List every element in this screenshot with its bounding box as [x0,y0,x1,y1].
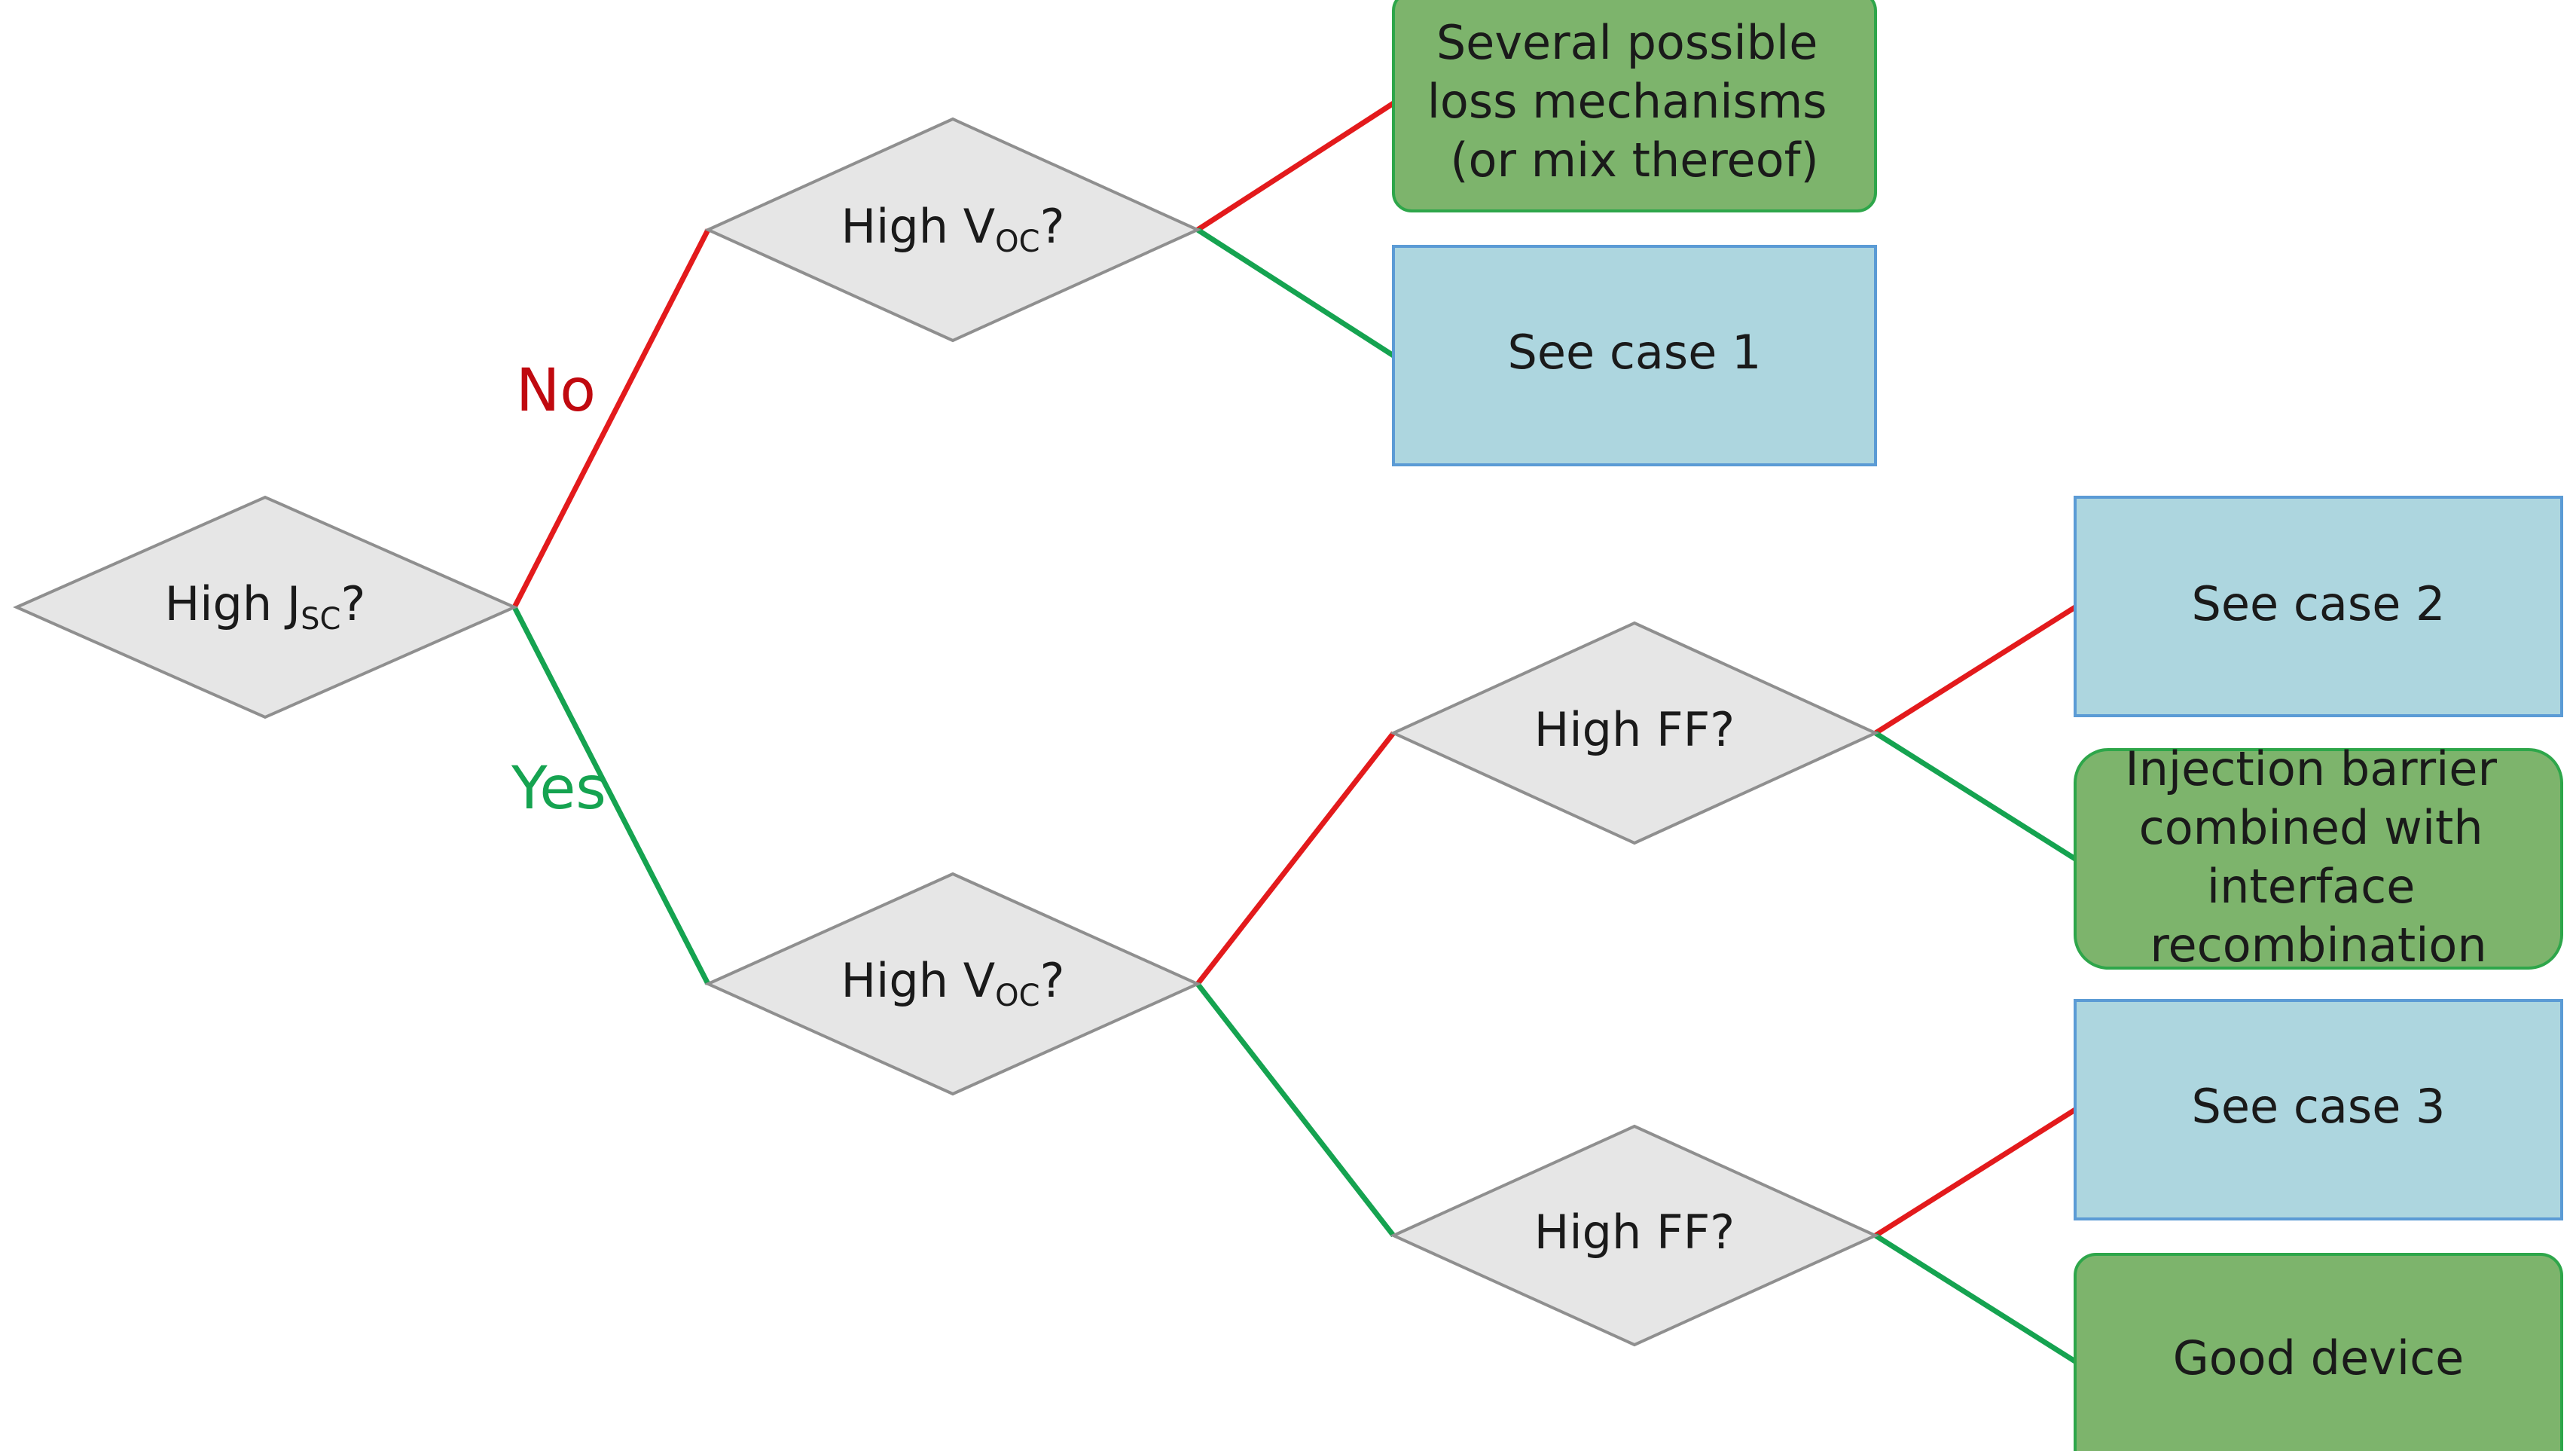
outcome-good-device: Good device [2074,1253,2563,1451]
decision-high-jsc: High JSC? [13,495,518,719]
decision-diamond [704,872,1201,1096]
outcome-see-case-1: See case 1 [1392,245,1877,466]
outcome-label: See case 1 [1507,325,1761,380]
decision-label: High VOC? [841,953,1065,1013]
edge-ff-bottom-no [1874,1107,2077,1238]
decision-high-ff-mid: High FF? [1390,621,1879,845]
decision-high-voc-bottom: High VOC? [704,872,1201,1096]
outcome-label: See case 3 [2191,1079,2445,1134]
outcome-label: Good device [2173,1330,2465,1385]
outcome-box [2074,999,2563,1220]
outcome-label: Several possible loss mechanisms (or mix… [1427,15,1842,188]
outcome-box [2074,496,2563,717]
outcome-box [2074,1253,2563,1451]
decision-label: High FF? [1534,1205,1735,1260]
edge-voc-top-yes [1196,228,1395,358]
outcome-box [1392,0,1877,212]
yes-branch-label: Yes [511,755,606,823]
edge-ff-bottom-yes [1874,1233,2077,1364]
edge-voc-bottom-yes [1195,982,1396,1238]
outcome-injection-barrier: Injection barrier combined with interfac… [2074,741,2563,973]
decision-diamond [704,117,1201,343]
edge-jsc-no [511,228,711,609]
edge-voc-top-no [1196,101,1395,232]
decision-diamond [1390,621,1879,845]
outcome-box [2074,748,2563,970]
outcome-box [1392,245,1877,466]
edge-ff-mid-no [1874,605,2077,735]
decision-label: High JSC? [165,576,366,637]
outcome-several-loss-mechanisms: Several possible loss mechanisms (or mix… [1392,0,1877,212]
no-branch-label: No [516,357,596,425]
decision-diamond [13,495,518,719]
edges [511,101,2077,1364]
decision-diamond [1390,1124,1879,1347]
outcome-label: See case 2 [2191,576,2445,631]
decision-high-ff-bottom: High FF? [1390,1124,1879,1347]
outcome-see-case-2: See case 2 [2074,496,2563,717]
edge-voc-bottom-no [1195,731,1396,986]
outcome-see-case-3: See case 3 [2074,999,2563,1220]
decision-label: High FF? [1534,702,1735,757]
outcome-label: Injection barrier combined with interfac… [2125,741,2511,973]
decision-label: High VOC? [841,199,1065,259]
edge-ff-mid-yes [1874,731,2077,861]
decision-high-voc-top: High VOC? [704,117,1201,343]
edge-jsc-yes [511,606,711,985]
